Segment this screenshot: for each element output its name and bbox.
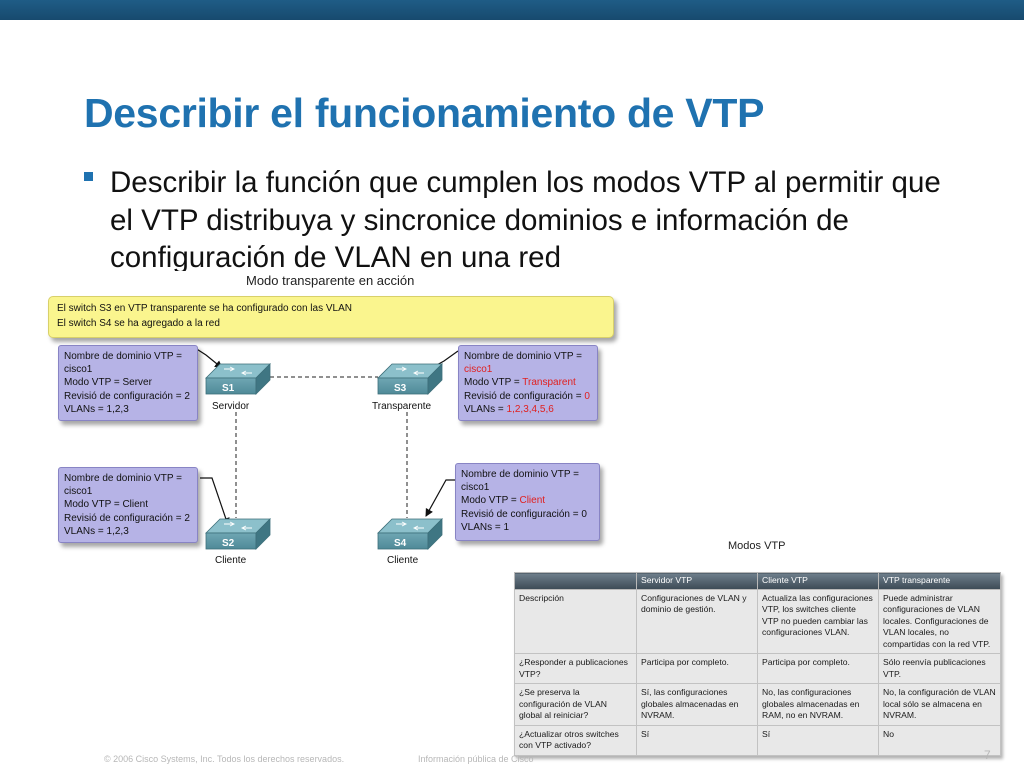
s4-mode: Modo VTP = Client <box>461 494 594 507</box>
switch-s1-icon <box>205 363 271 395</box>
table-row: Descripción Configuraciones de VLAN y do… <box>514 588 1001 654</box>
s2-role-label: Cliente <box>215 555 247 566</box>
switch-s3-name: S3 <box>394 383 407 394</box>
s4-domain-label: Nombre de dominio VTP = <box>461 469 579 480</box>
s1-vlans: VLANs = 1,2,3 <box>64 403 129 415</box>
switch-s2-name: S2 <box>222 538 235 549</box>
table-cell: Descripción <box>514 588 637 654</box>
table-cell: Puede administrar configuraciones de VLA… <box>878 588 1001 654</box>
table-cell: ¿Se preserva la configuración de VLAN gl… <box>514 683 637 726</box>
s2-mode: Modo VTP = Client <box>64 499 149 511</box>
table-cell: Participa por completo. <box>636 653 758 684</box>
s4-mode-label: Modo VTP = <box>461 495 520 507</box>
switch-s2-icon <box>205 518 271 550</box>
s4-mode-value: Client <box>519 495 546 507</box>
table-header-cell: VTP transparente <box>878 572 1001 590</box>
table-cell: Configuraciones de VLAN y dominio de ges… <box>636 588 758 654</box>
s4-domain-value: cisco1 <box>461 482 490 494</box>
table-row: ¿Se preserva la configuración de VLAN gl… <box>514 683 1001 726</box>
slide-title: Describir el funcionamiento de VTP <box>84 90 765 136</box>
switch-s4-icon <box>377 518 443 550</box>
arrow-s4 <box>425 479 455 517</box>
s2-revision: Revisió de configuración = 2 <box>64 512 190 524</box>
figure-title: Modo transparente en acción <box>246 273 415 288</box>
switch-s1-name: S1 <box>222 383 235 394</box>
s1-mode: Modo VTP = Server <box>64 377 152 389</box>
s3-vlans-value: 1,2,3,4,5,6 <box>506 403 554 415</box>
s1-revision: Revisió de configuración = 2 <box>64 390 190 402</box>
table-cell: ¿Actualizar otros switches con VTP activ… <box>514 724 637 756</box>
table-header-row: Servidor VTP Cliente VTP VTP transparent… <box>514 572 1001 590</box>
s3-mode-label: Modo VTP = <box>464 377 523 389</box>
note-line-2: El switch S4 se ha agregado a la red <box>57 318 220 329</box>
modes-table-title: Modos VTP <box>728 540 786 552</box>
footer-info: Información pública de Cisco <box>418 754 534 764</box>
table-cell: Sí <box>636 724 758 756</box>
page-number: 7 <box>984 748 991 762</box>
s2-domain-label: Nombre de dominio VTP = <box>64 473 182 484</box>
note-line-1: El switch S3 en VTP transparente se ha c… <box>57 303 352 314</box>
scenario-note: El switch S3 en VTP transparente se ha c… <box>48 296 614 338</box>
footer-copyright: © 2006 Cisco Systems, Inc. Todos los der… <box>104 754 345 764</box>
s4-info-box: Nombre de dominio VTP = cisco1 Modo VTP … <box>455 463 600 541</box>
s2-domain-value: cisco1 <box>64 486 93 498</box>
s1-domain-value: cisco1 <box>64 364 93 376</box>
table-row: ¿Responder a publicaciones VTP? Particip… <box>514 653 1001 684</box>
table-cell: Sí, las configuraciones globales almacen… <box>636 683 758 726</box>
s3-role-label: Transparente <box>372 401 432 412</box>
s3-info-box: Nombre de dominio VTP = cisco1 Modo VTP … <box>458 345 598 421</box>
s4-role-label: Cliente <box>387 555 419 566</box>
s3-revision: Revisió de configuración = 0 <box>464 390 592 403</box>
table-header-cell: Cliente VTP <box>757 572 879 590</box>
table-header-cell <box>514 572 637 590</box>
s3-revision-label: Revisió de configuración = <box>464 390 585 402</box>
vtp-modes-table: Servidor VTP Cliente VTP VTP transparent… <box>514 572 1001 756</box>
s3-mode: Modo VTP = Transparent <box>464 376 592 389</box>
s2-vlans: VLANs = 1,2,3 <box>64 525 129 537</box>
s1-domain-label: Nombre de dominio VTP = <box>64 351 182 362</box>
table-cell: Sí <box>757 724 879 756</box>
top-bar <box>0 0 1024 20</box>
table-cell: No <box>878 724 1001 756</box>
arrow-s2 <box>200 477 230 526</box>
s3-mode-value: Transparent <box>522 377 576 389</box>
table-cell: No, la configuración de VLAN local sólo … <box>878 683 1001 726</box>
table-cell: Actualiza las configuraciones VTP, los s… <box>757 588 879 654</box>
s3-domain-label: Nombre de dominio VTP = <box>464 351 582 362</box>
table-row: ¿Actualizar otros switches con VTP activ… <box>514 724 1001 756</box>
table-cell: Participa por completo. <box>757 653 879 684</box>
table-cell: No, las configuraciones globales almacen… <box>757 683 879 726</box>
table-cell: Sólo reenvía publicaciones VTP. <box>878 653 1001 684</box>
s4-vlans: VLANs = 1 <box>461 521 510 533</box>
bullet-text: Describir la función que cumplen los mod… <box>110 166 941 271</box>
table-cell: ¿Responder a publicaciones VTP? <box>514 653 637 684</box>
s3-vlans: VLANs = 1,2,3,4,5,6 <box>464 403 592 416</box>
s3-vlans-label: VLANs = <box>464 403 507 415</box>
switch-s3-icon <box>377 363 443 395</box>
s4-revision: Revisió de configuración = 0 <box>461 508 587 520</box>
bullet-square-icon <box>84 172 93 181</box>
table-header-cell: Servidor VTP <box>636 572 758 590</box>
s1-info-box: Nombre de dominio VTP = cisco1 Modo VTP … <box>58 345 198 421</box>
s1-role-label: Servidor <box>212 401 250 412</box>
s2-info-box: Nombre de dominio VTP = cisco1 Modo VTP … <box>58 467 198 543</box>
switch-s4-name: S4 <box>394 538 407 549</box>
s3-revision-value: 0 <box>584 390 590 402</box>
s3-domain-value: cisco1 <box>464 364 493 376</box>
